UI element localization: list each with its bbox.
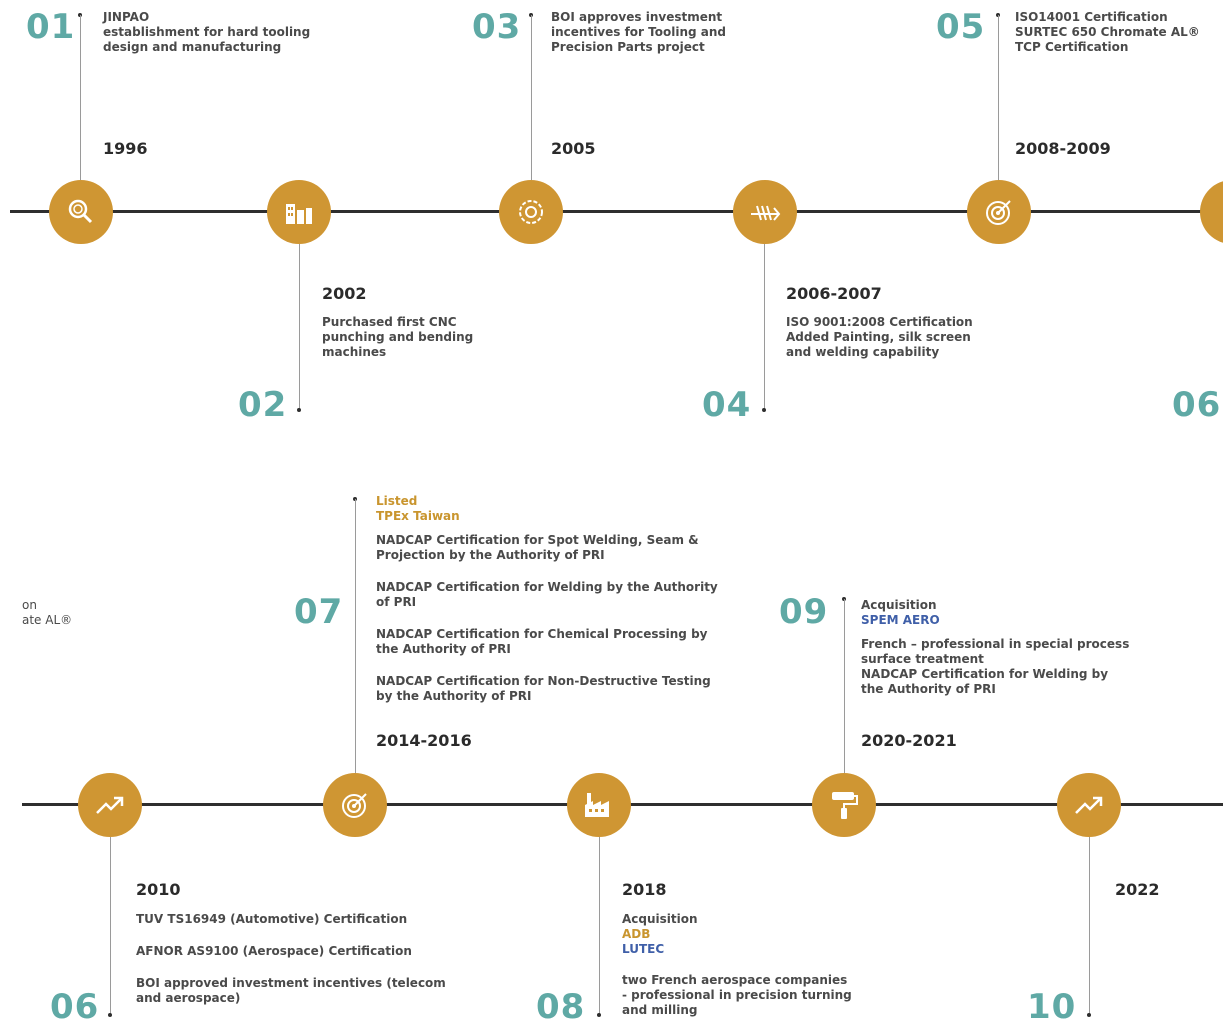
milestone-connector xyxy=(599,837,600,1015)
milestone-number-03: 03 xyxy=(472,7,522,47)
milestone-text-09: Acquisition SPEM AERO French – professio… xyxy=(861,598,1130,696)
milestone-number-06-partial: 06 xyxy=(1172,385,1222,425)
milestone-number-02: 02 xyxy=(238,385,288,425)
milestone-dot xyxy=(297,408,301,412)
trend-up-icon xyxy=(1075,796,1103,814)
milestone-year-05: 2008-2009 xyxy=(1015,139,1111,158)
milestone-year-04: 2006-2007 xyxy=(786,284,882,303)
target-icon xyxy=(342,793,367,818)
arrows-icon xyxy=(751,205,781,221)
milestone-number-06: 06 xyxy=(50,987,100,1027)
milestone-text-08: Acquisition ADB LUTEC two French aerospa… xyxy=(622,912,852,1017)
paint-roller-icon xyxy=(832,792,858,819)
milestone-year-09: 2020-2021 xyxy=(861,731,957,750)
milestone-icon-circle-03 xyxy=(499,180,563,244)
milestone-icon-circle-09 xyxy=(812,773,876,837)
milestone-year-07: 2014-2016 xyxy=(376,731,472,750)
milestone-number-08: 08 xyxy=(536,987,586,1027)
milestone-icon-circle-05 xyxy=(967,180,1031,244)
milestone-year-01: 1996 xyxy=(103,139,148,158)
milestone-year-02: 2002 xyxy=(322,284,367,303)
milestone-icon-circle-10 xyxy=(1057,773,1121,837)
factory-building-icon xyxy=(286,204,312,224)
milestone-number-09: 09 xyxy=(779,592,829,632)
milestone-connector xyxy=(998,15,999,180)
milestone-dot xyxy=(762,408,766,412)
milestone-year-10: 2022 xyxy=(1115,880,1160,899)
gear-icon xyxy=(519,200,543,224)
milestone-connector xyxy=(299,244,300,409)
target-icon xyxy=(986,200,1011,225)
milestone-icon-circle-02 xyxy=(267,180,331,244)
timeline-line-top xyxy=(10,210,1223,213)
milestone-dot xyxy=(597,1013,601,1017)
milestone-icon-circle-01 xyxy=(49,180,113,244)
search-icon xyxy=(68,199,93,224)
milestone-year-06: 2010 xyxy=(136,880,181,899)
milestone-icon-circle-07 xyxy=(323,773,387,837)
factory-icon xyxy=(585,793,609,817)
milestone-number-01: 01 xyxy=(26,7,76,47)
milestone-number-04: 04 xyxy=(702,385,752,425)
milestone-icon-circle-08 xyxy=(567,773,631,837)
milestone-connector xyxy=(1089,837,1090,1015)
milestone-connector xyxy=(531,15,532,180)
milestone-year-03: 2005 xyxy=(551,139,596,158)
trend-up-icon xyxy=(96,796,124,814)
milestone-year-08: 2018 xyxy=(622,880,667,899)
milestone-connector xyxy=(355,499,356,773)
milestone-number-05: 05 xyxy=(936,7,986,47)
milestone-icon-circle-04 xyxy=(733,180,797,244)
milestone-number-07: 07 xyxy=(294,592,344,632)
milestone-connector xyxy=(80,15,81,180)
milestone-number-10: 10 xyxy=(1027,987,1077,1027)
milestone-icon-circle-06-partial xyxy=(1200,180,1223,244)
milestone-dot xyxy=(108,1013,112,1017)
milestone-dot xyxy=(1087,1013,1091,1017)
milestone-connector xyxy=(110,837,111,1015)
milestone-connector xyxy=(844,599,845,773)
milestone-text-07: Listed TPEx Taiwan NADCAP Certification … xyxy=(376,494,718,703)
milestone-connector xyxy=(764,244,765,409)
milestone-text-06: TUV TS16949 (Automotive) Certification A… xyxy=(136,912,446,1005)
milestone-icon-circle-06 xyxy=(78,773,142,837)
